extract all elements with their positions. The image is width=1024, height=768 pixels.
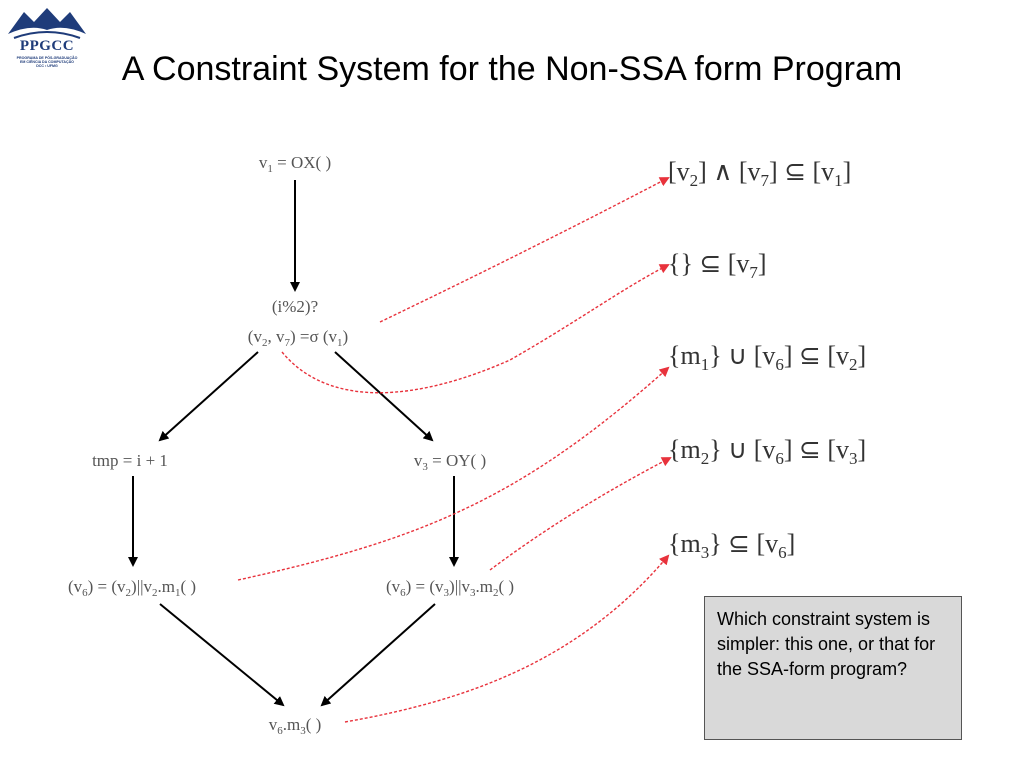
logo-text: PPGCC xyxy=(19,38,75,54)
constraint-4: {m2} ∪ [v6] ⊆ [v3] xyxy=(668,435,866,468)
link-to-c2 xyxy=(281,264,670,394)
edge-n6-n7 xyxy=(320,603,436,707)
logo-line: EM CIÊNCIA DA COMPUTAÇÃO xyxy=(20,60,74,64)
node-tmp: tmp = i + 1 xyxy=(92,451,168,470)
link-to-c5 xyxy=(344,554,670,723)
edge-n2-n3 xyxy=(158,351,259,442)
logo-line: DCC • UFMG xyxy=(36,64,58,68)
node-sigma: (v2, v7) =σ (v1) xyxy=(248,327,348,349)
slide-title: A Constraint System for the Non-SSA form… xyxy=(121,50,903,88)
link-to-c3 xyxy=(237,366,670,581)
node-call-m2: (v6) = (v3)||v3.m2( ) xyxy=(386,577,514,599)
constraint-5: {m3} ⊆ [v6] xyxy=(668,529,795,562)
constraint-2: {} ⊆ [v7] xyxy=(668,249,767,282)
link-to-c1 xyxy=(379,177,670,323)
node-call-m3: v6.m3( ) xyxy=(269,715,322,737)
edge-n2-n4 xyxy=(334,351,434,442)
logo-line: PROGRAMA DE PÓS-GRADUAÇÃO xyxy=(16,56,78,60)
edge-n5-n7 xyxy=(159,603,285,707)
node-call-m1: (v6) = (v2)||v2.m1( ) xyxy=(68,577,196,599)
node-v3-oy: v3 = OY( ) xyxy=(414,451,486,473)
question-note: Which constraint system is simpler: this… xyxy=(704,596,962,740)
link-to-c4 xyxy=(489,457,672,571)
node-v1-ox: v1 = OX( ) xyxy=(259,153,331,175)
ppgcc-logo: PPGCC PROGRAMA DE PÓS-GRADUAÇÃO EM CIÊNC… xyxy=(4,4,90,68)
constraint-3: {m1} ∪ [v6] ⊆ [v2] xyxy=(668,341,866,374)
constraint-1: [v2] ∧ [v7] ⊆ [v1] xyxy=(668,157,851,190)
logo-wave-icon xyxy=(8,8,86,39)
node-condition: (i%2)? xyxy=(272,297,318,316)
